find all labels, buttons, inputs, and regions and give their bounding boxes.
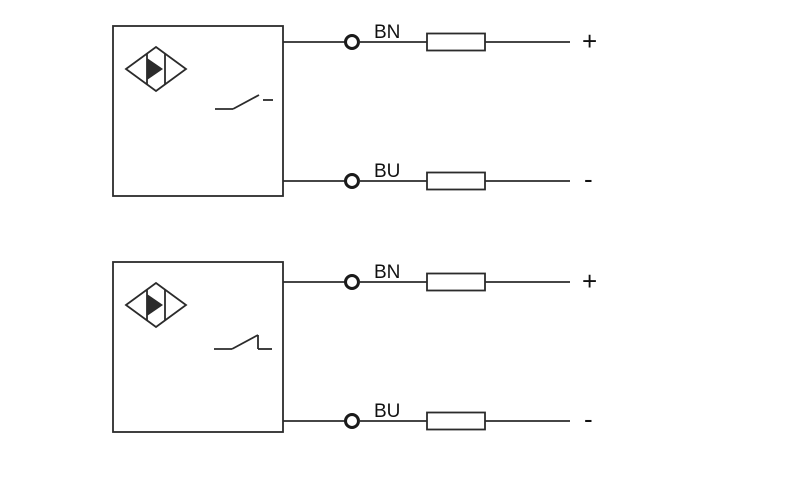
wire-label: BU xyxy=(374,161,400,182)
rhombus-outline xyxy=(124,281,188,329)
wire-label: BU xyxy=(374,401,400,422)
sensor-2-body xyxy=(112,261,284,433)
rhombus-inner-triangle xyxy=(147,294,163,316)
load-resistor-icon xyxy=(426,171,486,191)
terminal-icon xyxy=(344,34,360,50)
rhombus-outline xyxy=(124,45,188,93)
wire-label: BN xyxy=(374,22,400,43)
sensor-1-body xyxy=(112,25,284,197)
load-resistor-icon xyxy=(426,32,486,52)
polarity-label: + xyxy=(582,266,597,296)
terminal-icon xyxy=(344,413,360,429)
sensor-1-group: BN + BU - xyxy=(112,22,597,197)
sensor-1-wire-bu: BU - xyxy=(283,161,593,194)
sensor-1-wire-bn: BN + xyxy=(283,22,597,56)
rhombus-inner-triangle xyxy=(147,58,163,80)
load-resistor-icon xyxy=(426,272,486,292)
switch-lever-line xyxy=(231,334,259,350)
switch-lever-line xyxy=(232,94,260,110)
sensor-2-wire-bn: BN + xyxy=(283,262,597,296)
polarity-label: + xyxy=(582,26,597,56)
polarity-label: - xyxy=(584,404,593,434)
sensor-2-wire-bu: BU - xyxy=(283,401,593,434)
proximity-sensor-icon xyxy=(124,45,188,93)
terminal-icon xyxy=(344,173,360,189)
sensor-2-group: BN + BU - xyxy=(112,261,597,434)
switch-nc-icon xyxy=(214,334,272,350)
wire-label: BN xyxy=(374,262,400,283)
load-resistor-icon xyxy=(426,411,486,431)
switch-no-icon xyxy=(215,94,273,110)
proximity-sensor-icon xyxy=(124,281,188,329)
polarity-label: - xyxy=(584,164,593,194)
terminal-icon xyxy=(344,274,360,290)
